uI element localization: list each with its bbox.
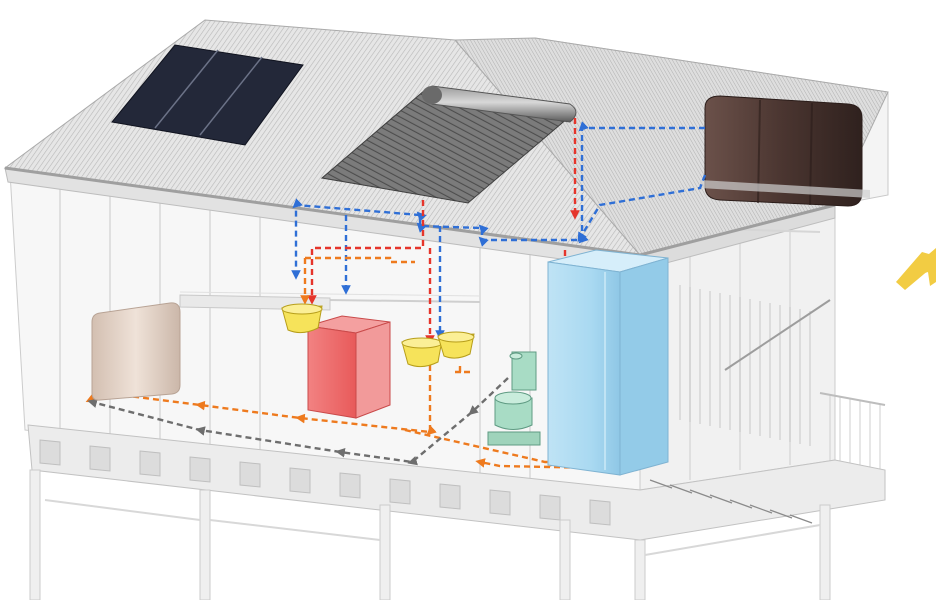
toilet [487, 351, 541, 446]
cold-water-line [291, 121, 705, 280]
hot-water-line-loop [312, 200, 567, 300]
solar-panel [111, 44, 304, 146]
basin-left [281, 303, 323, 334]
beige-appliance [91, 302, 181, 401]
greywater-line [305, 256, 415, 300]
basin-middle [401, 337, 443, 368]
sun-direction-arrow [896, 248, 936, 290]
blackwater-line [87, 377, 509, 466]
water-storage-tank [547, 249, 669, 476]
red-appliance [307, 315, 391, 419]
wash-basins [281, 303, 475, 368]
basin-right [437, 331, 475, 359]
cold-water-line-feed [577, 174, 707, 243]
rainwater-tank [700, 95, 870, 207]
pipe-network [85, 118, 707, 470]
